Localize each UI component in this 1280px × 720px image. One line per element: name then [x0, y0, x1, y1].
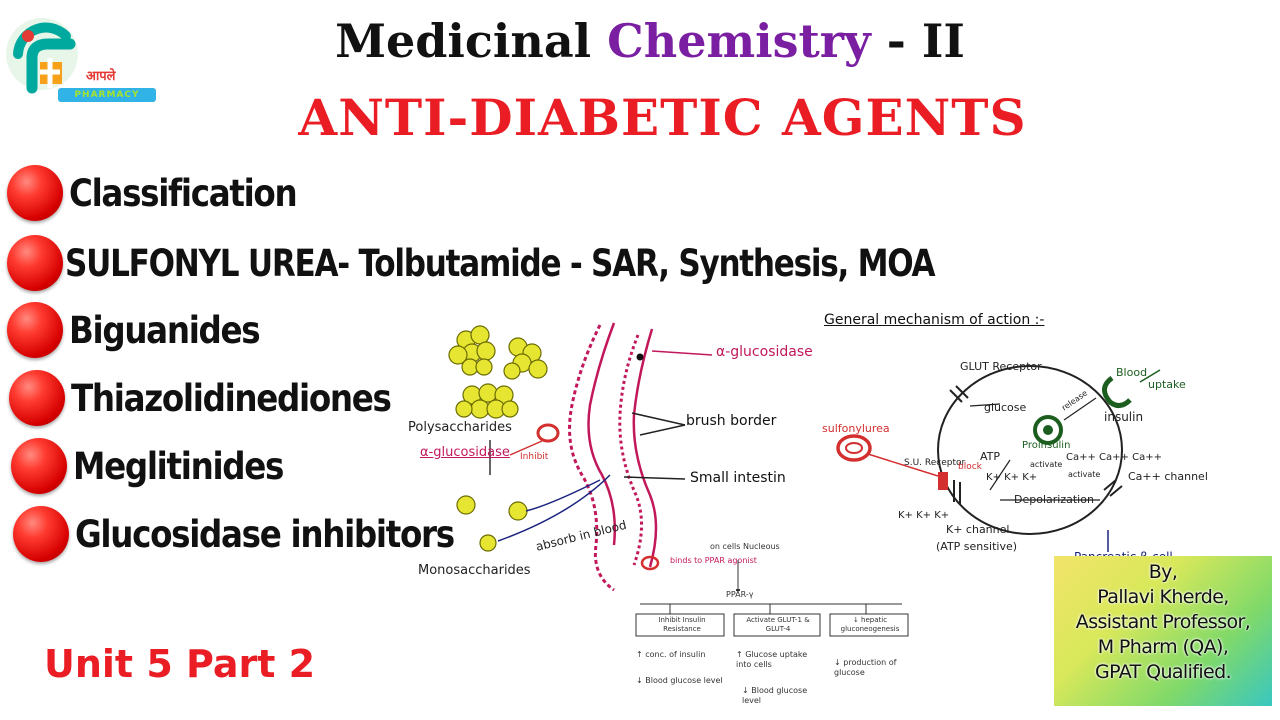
- red-bullet-icon: [7, 302, 63, 358]
- topic-item-sulfonyl-urea: SULFONYL UREA- Tolbutamide - SAR, Synthe…: [7, 235, 1100, 291]
- author-card: By, Pallavi Kherde, Assistant Professor,…: [1054, 556, 1272, 706]
- glut-receptor-label: GLUT Receptor: [960, 360, 1042, 373]
- author-name: Pallavi Kherde,: [1097, 586, 1229, 608]
- topic-item-thiazolidinediones: Thiazolidinediones: [9, 370, 434, 426]
- calcium-ions-label: Ca++ Ca++ Ca++: [1066, 452, 1162, 463]
- red-bullet-icon: [7, 165, 63, 221]
- topic-label: Biguanides: [69, 308, 261, 352]
- block-label: block: [958, 462, 982, 472]
- beta-cell-drawing-icon: [836, 365, 1161, 552]
- blood-glucose-label-1: ↓ Blood glucose level: [636, 676, 723, 685]
- moa-heading: General mechanism of action :-: [824, 312, 1045, 328]
- author-role: Assistant Professor,: [1075, 611, 1251, 633]
- insulin-conc-label: ↑ conc. of insulin: [636, 650, 706, 659]
- blood-label: Blood: [1116, 366, 1148, 379]
- glut-activation-box: Activate GLUT-1 & GLUT-4: [746, 616, 810, 633]
- calcium-channel-label: Ca++ channel: [1128, 470, 1208, 483]
- nucleus-label: on cells Nucleous: [710, 542, 780, 551]
- brush-border-label: brush border: [686, 413, 777, 429]
- topic-title: ANTI-DIABETIC AGENTS: [298, 88, 1027, 147]
- small-intestine-label: Small intestin: [690, 470, 786, 486]
- glucose-production-label: ↓ production of glucose: [834, 658, 897, 677]
- course-title-word-3: - II: [886, 14, 965, 68]
- topic-label: SULFONYL UREA- Tolbutamide - SAR, Synthe…: [65, 241, 936, 285]
- agonist-label: binds to PPAR agonist: [670, 556, 757, 565]
- atp-label: ATP: [980, 450, 1001, 463]
- inhibit-label: Inhibit: [520, 452, 549, 462]
- atp-sensitive-label: (ATP sensitive): [936, 540, 1018, 553]
- intestine-drawing-icon: [448, 322, 713, 592]
- logo-mark-icon: [6, 18, 78, 94]
- ppar-label: PPAR-γ: [726, 590, 754, 599]
- glucose-uptake-label: ↑ Glucose uptake into cells: [736, 650, 808, 669]
- topic-label: Glucosidase inhibitors: [75, 512, 455, 556]
- red-bullet-icon: [9, 370, 65, 426]
- activate-label-2: activate: [1068, 470, 1101, 479]
- red-bullet-icon: [7, 235, 63, 291]
- uptake-label: uptake: [1148, 378, 1186, 391]
- blood-glucose-label-2: ↓ Blood glucose level: [742, 686, 808, 705]
- activate-label: activate: [1030, 460, 1063, 469]
- potassium-ions-label: K+ K+ K+: [986, 472, 1038, 483]
- logo-band: PHARMACY: [58, 88, 156, 102]
- red-bullet-icon: [13, 506, 69, 562]
- sulfonylurea-label: sulfonylurea: [822, 422, 890, 435]
- topic-label: Meglitinides: [73, 444, 284, 488]
- proinsulin-label: Proinsulin: [1022, 440, 1071, 451]
- glucose-label: glucose: [984, 401, 1027, 414]
- course-title-word-1: Medicinal: [335, 14, 592, 68]
- potassium-out-label: K+ K+ K+: [898, 510, 950, 521]
- insulin-resistance-box: Inhibit Insulin Resistance: [658, 616, 706, 633]
- insulin-label: insulin: [1104, 410, 1144, 424]
- alpha-glucosidase-label: α-glucosidase: [420, 445, 510, 460]
- author-qualification: GPAT Qualified.: [1094, 661, 1232, 683]
- topic-label: Classification: [69, 171, 298, 215]
- course-title-word-2: Chemistry: [607, 14, 871, 68]
- ppar-flow-icon: [635, 555, 909, 637]
- su-receptor-label: S.U. Receptor: [904, 458, 966, 468]
- pharmacy-logo: आपले: [4, 14, 160, 104]
- topic-label: Thiazolidinediones: [71, 376, 392, 420]
- topic-item-meglitinides: Meglitinides: [11, 438, 312, 494]
- author-line-1: By,: [1148, 561, 1178, 583]
- topic-item-classification: Classification: [7, 165, 327, 221]
- polysaccharides-label: Polysaccharides: [408, 420, 512, 435]
- course-title: Medicinal Chemistry - II: [0, 14, 1280, 68]
- gluconeogenesis-box: ↓ hepatic gluconeogenesis: [840, 616, 900, 633]
- monosaccharides-label: Monosaccharides: [418, 563, 531, 578]
- topic-item-biguanides: Biguanides: [7, 302, 285, 358]
- alpha-glucosidase-top-label: α-glucosidase: [716, 344, 813, 360]
- unit-label: Unit 5 Part 2: [44, 642, 316, 686]
- red-bullet-icon: [11, 438, 67, 494]
- logo-text: आपले: [86, 69, 116, 84]
- potassium-channel-label: K+ channel: [946, 523, 1010, 536]
- depolarization-label: Depolarization: [1014, 493, 1094, 506]
- author-degree: M Pharm (QA),: [1097, 636, 1229, 658]
- topic-item-glucosidase-inhibitors: Glucosidase inhibitors: [13, 506, 506, 562]
